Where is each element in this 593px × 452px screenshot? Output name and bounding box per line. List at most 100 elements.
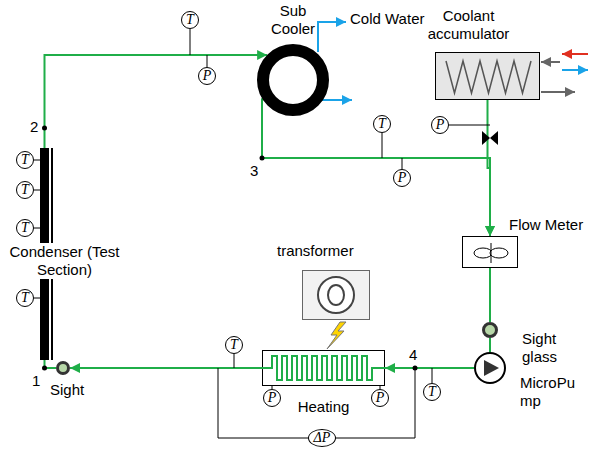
polygon-shape [490, 131, 498, 145]
line-shape [562, 53, 588, 55]
instrument-circle: T [16, 151, 34, 169]
instrument-circle: P [198, 67, 216, 85]
subcooler-coil [257, 44, 329, 116]
transformer-symbol [302, 270, 370, 320]
instrument-symbol: P [268, 390, 277, 406]
instrument-circle: ΔP [308, 429, 336, 447]
micropump: MicroPu mp [474, 352, 506, 384]
instrument-circle: P [393, 169, 411, 187]
pump-symbol [474, 352, 506, 384]
flow-line [385, 367, 474, 369]
component-label: Sight [50, 381, 84, 399]
instrument-symbol: T [428, 384, 436, 400]
condenser-bar: Condenser (Test Section) [40, 148, 49, 360]
instrument-symbol: P [436, 117, 445, 133]
flow-label: Cold Water [350, 10, 424, 28]
instrument-symbol: T [230, 337, 238, 353]
flow-line [489, 268, 491, 322]
flow-line [489, 338, 491, 352]
instrument-symbol: P [376, 390, 385, 406]
instrument-circle: T [16, 289, 34, 307]
path-shape [322, 99, 352, 101]
power-bolt [327, 322, 346, 349]
sensor-stems [34, 29, 490, 389]
instrument-circle: T [373, 115, 391, 133]
flow-meter-rotor [463, 237, 517, 267]
instrument-symbol: T [21, 290, 29, 306]
line-shape [449, 125, 490, 126]
circle-shape [484, 324, 497, 337]
instrument-symbol: T [21, 152, 29, 168]
line-shape [541, 61, 560, 63]
component-label: Coolant accumulator [421, 7, 516, 43]
instrument-circle: P [263, 389, 281, 407]
component-label: Flow Meter [509, 216, 583, 234]
path-shape [262, 356, 385, 380]
instrument-symbol: P [203, 68, 212, 84]
circle-shape [475, 353, 505, 383]
path-shape [318, 22, 346, 52]
polyline-shape [446, 61, 531, 93]
instrument-circle: P [371, 389, 389, 407]
sight-symbol [56, 361, 70, 375]
instrument-circle: T [181, 11, 199, 29]
heater-element [262, 350, 385, 386]
circle-shape [413, 366, 418, 371]
accumulator-lines [541, 54, 588, 92]
circle-shape [260, 156, 265, 161]
sight: Sight [56, 361, 70, 375]
instrument-circle: T [16, 181, 34, 199]
line-shape [402, 158, 403, 169]
line-shape [234, 354, 235, 368]
sight-glass-symbol [482, 322, 498, 338]
line-shape [491, 243, 492, 263]
line-shape [382, 133, 383, 158]
component-label: MicroPu mp [520, 374, 582, 410]
heating-section: Heating [262, 350, 385, 386]
ellipse-shape [490, 248, 508, 258]
circle-shape [42, 366, 47, 371]
ellipse-shape [328, 285, 344, 305]
component-label: Sub Cooler [263, 2, 323, 38]
component-label: Sight glass [522, 330, 567, 366]
instrument-circle: T [16, 219, 34, 237]
instrument-symbol: P [398, 170, 407, 186]
flow-line [70, 367, 262, 369]
instrument-circle: P [431, 116, 449, 134]
rect-shape [263, 351, 385, 386]
state-point-number: 3 [250, 162, 258, 180]
flow-line [262, 98, 490, 236]
rect-shape [303, 271, 370, 320]
instrument-circle: T [423, 383, 441, 401]
ellipse-shape [474, 248, 492, 258]
instrument-symbol: T [21, 182, 29, 198]
circle-shape [42, 126, 47, 131]
component-label: Condenser (Test Section) [2, 243, 127, 279]
flow-meter-box: Flow Meter [462, 236, 518, 268]
flow-line [45, 55, 268, 148]
accumulator-box: Coolant accumulator [435, 52, 540, 100]
circle-shape [58, 363, 69, 374]
flow-line [488, 100, 491, 236]
component-label: transformer [277, 242, 354, 260]
accumulator-coil [436, 53, 539, 99]
line-shape [190, 29, 191, 55]
circle-shape [263, 50, 323, 110]
subcooler: Sub Cooler [257, 44, 329, 116]
transformer: transformer [302, 270, 370, 320]
instrument-symbol: ΔP [314, 430, 331, 446]
line-shape [562, 69, 588, 71]
valve-symbol [482, 131, 498, 145]
line-shape [541, 91, 575, 93]
polygon-shape [482, 131, 490, 145]
instrument-symbol: T [378, 116, 386, 132]
instrument-symbol: T [186, 12, 194, 28]
circle-shape [318, 277, 354, 313]
instrument-circle: T [225, 336, 243, 354]
instrument-symbol: T [21, 220, 29, 236]
state-point-number: 4 [409, 346, 417, 364]
polygon-shape [484, 360, 499, 376]
state-point-number: 1 [32, 372, 40, 390]
